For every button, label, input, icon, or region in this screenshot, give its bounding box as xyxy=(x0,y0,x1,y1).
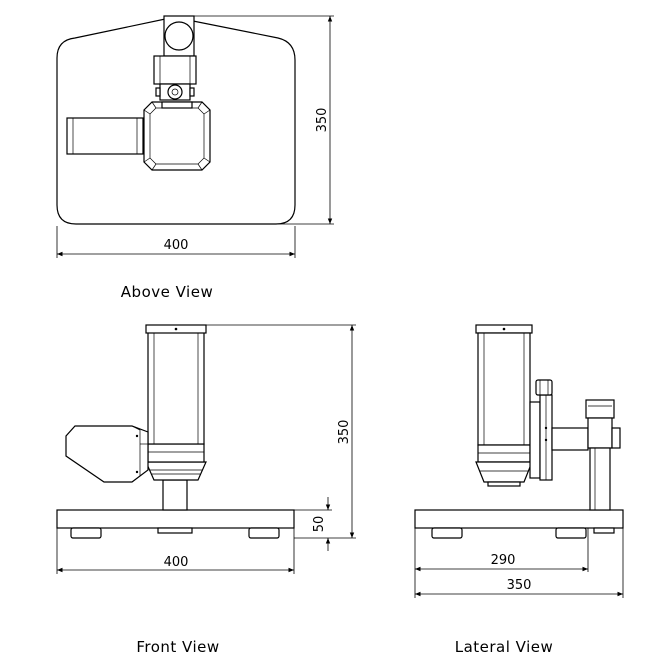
lateral-cone xyxy=(475,461,533,483)
front-cone xyxy=(145,461,207,481)
above-dim-depth: 350 xyxy=(315,108,330,133)
front-column xyxy=(147,331,205,445)
lateral-clamp-screw xyxy=(611,427,621,449)
lateral-arm xyxy=(551,427,589,451)
above-view-caption: Above View xyxy=(121,283,213,301)
above-dim-width: 400 xyxy=(164,238,189,253)
lateral-pillar-top xyxy=(585,399,615,419)
above-side-handle xyxy=(66,117,144,155)
lateral-slide-rail xyxy=(529,401,541,479)
lateral-pillar-clamp xyxy=(587,417,613,449)
front-foot-left xyxy=(70,527,102,539)
lateral-view: 290 350 Lateral View xyxy=(414,324,624,656)
front-dim-height: 350 xyxy=(337,420,352,445)
front-dim-base: 50 xyxy=(312,516,327,533)
front-band xyxy=(147,443,205,463)
lateral-pillar xyxy=(589,447,611,511)
front-dim-width: 400 xyxy=(164,555,189,570)
lateral-lens xyxy=(487,481,521,487)
front-view: 400 350 50 Front View xyxy=(56,324,356,656)
front-view-caption: Front View xyxy=(136,638,219,656)
above-column-circle xyxy=(164,21,194,51)
above-housing xyxy=(143,101,211,171)
above-view: 400 350 Above View xyxy=(56,15,334,301)
lateral-dim-depth: 350 xyxy=(507,578,532,593)
lateral-foot-right xyxy=(555,527,587,539)
lateral-focus-knob xyxy=(535,379,553,396)
front-foot-center xyxy=(157,527,193,534)
front-side-head xyxy=(65,425,149,483)
lateral-dim-inner: 290 xyxy=(491,553,516,568)
front-foot-right xyxy=(248,527,280,539)
lateral-view-caption: Lateral View xyxy=(455,638,554,656)
lateral-base-plate xyxy=(414,509,624,529)
lateral-column xyxy=(477,332,531,446)
above-knob xyxy=(167,84,183,100)
front-base-plate xyxy=(56,509,295,529)
front-pillar xyxy=(162,479,188,511)
lateral-foot-small xyxy=(593,527,615,534)
above-base-plate xyxy=(56,17,296,225)
lateral-band xyxy=(477,444,531,463)
lateral-foot-left xyxy=(431,527,463,539)
above-arm xyxy=(153,55,197,85)
